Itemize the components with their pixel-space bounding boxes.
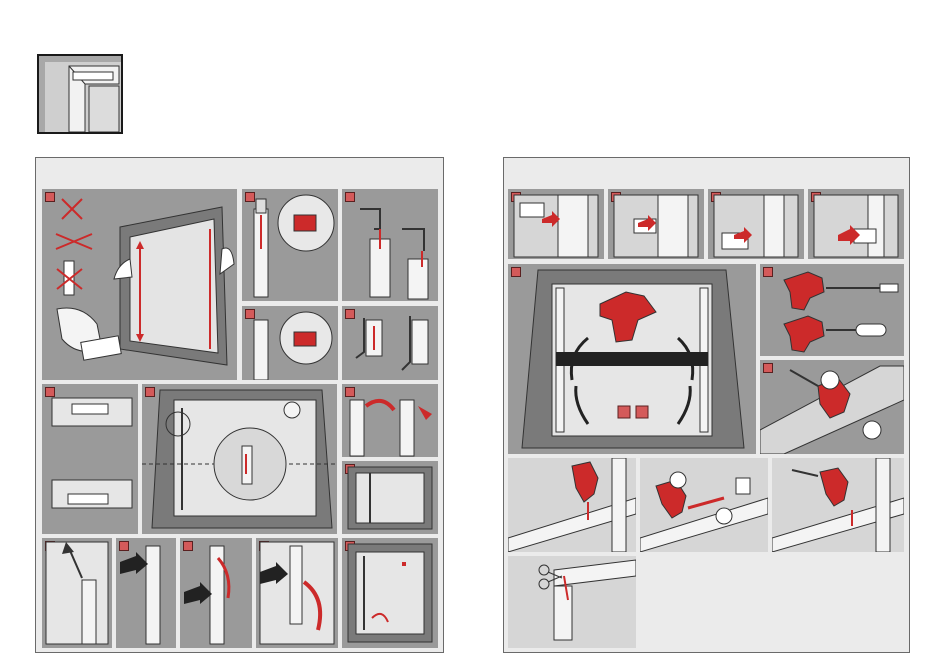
right-instruction-panel [503, 157, 910, 653]
step-clip-insert [242, 189, 338, 301]
step-corner-clip-1 [508, 189, 604, 259]
fixing-detail-icon [772, 458, 904, 552]
fixing-detail-icon [508, 458, 636, 552]
window-rotate-icon [508, 264, 756, 454]
step-rail-profile [42, 384, 138, 534]
corner-clip-icon [508, 189, 604, 259]
step-fixing-detail-3 [640, 458, 768, 552]
step-screwdriver [760, 264, 904, 356]
step-push-1 [116, 538, 176, 648]
step-fixing-detail-4 [772, 458, 904, 552]
corner-clip-icon [708, 189, 804, 259]
step-corner-clip-4 [808, 189, 904, 259]
window-frame-corner-icon [39, 56, 121, 132]
window-cleaning-icon [42, 189, 237, 380]
clip-detail-icon [242, 306, 338, 380]
step-profile-attach [342, 384, 438, 457]
corner-clip-icon [608, 189, 704, 259]
step-fixing-detail-2 [508, 458, 636, 552]
push-arrow-icon [180, 538, 252, 648]
window-cord-icon [342, 538, 438, 648]
step-window-cord [342, 538, 438, 648]
step-window-rotate [508, 264, 756, 454]
step-scissors [508, 556, 636, 648]
step-bracket [342, 189, 438, 301]
step-fixing-detail-1 [760, 360, 904, 454]
rail-profile-icon [42, 384, 138, 534]
profile-insert-icon [42, 538, 112, 648]
step-corner-clip-3 [708, 189, 804, 259]
profile-attach-icon [342, 384, 438, 457]
thumbnail [37, 54, 123, 134]
cord-route-icon [256, 538, 338, 648]
fixing-detail-icon [760, 360, 904, 454]
step-window-measure [142, 384, 337, 534]
push-arrow-icon [116, 538, 176, 648]
fixing-detail-icon [640, 458, 768, 552]
step-cord-route [256, 538, 338, 648]
step-clean-window [42, 189, 237, 380]
step-profile-insert [42, 538, 112, 648]
screwdriver-icon [760, 264, 904, 356]
step-push-2 [180, 538, 252, 648]
step-corner-clip-2 [608, 189, 704, 259]
step-clip-detail [242, 306, 338, 380]
window-measure-icon [142, 384, 337, 534]
corner-clip-icon [808, 189, 904, 259]
bracket-alt-icon [342, 306, 438, 380]
step-bracket-alt [342, 306, 438, 380]
clip-insert-icon [242, 189, 338, 301]
step-window-frame [342, 461, 438, 534]
bracket-icon [342, 189, 438, 301]
left-instruction-panel [35, 157, 444, 653]
scissors-icon [508, 556, 636, 648]
window-frame-icon [342, 461, 438, 534]
